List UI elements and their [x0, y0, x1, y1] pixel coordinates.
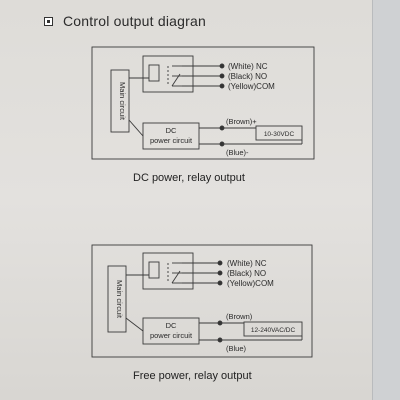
power-link-wire — [128, 119, 144, 137]
page-title: Control output diagran — [63, 13, 206, 29]
diagram2-caption: Free power, relay output — [133, 370, 252, 382]
diagram-free-power-relay — [91, 244, 313, 358]
main-circuit-box — [110, 69, 130, 133]
nc-terminal — [217, 260, 223, 266]
com-terminal — [217, 280, 223, 286]
nc-label: (White) NC — [228, 62, 268, 71]
diagram-dc-relay — [91, 46, 315, 160]
power-circuit-label-line1: DC — [166, 126, 177, 135]
nc-terminal — [219, 63, 225, 69]
diagram1-caption: DC power, relay output — [133, 172, 245, 184]
no-label: (Black) NO — [227, 269, 266, 278]
outer-frame — [91, 46, 315, 160]
no-terminal — [219, 73, 225, 79]
power-circuit-label-line2: power circuit — [150, 136, 193, 145]
switch-arm — [171, 270, 181, 284]
blue-label: (Blue)- — [226, 148, 249, 157]
outer-frame — [91, 244, 313, 358]
page-edge — [372, 0, 400, 400]
relay-box — [142, 252, 194, 290]
main-circuit-box — [107, 265, 127, 333]
relay-coil — [148, 261, 160, 279]
section-header: Control output diagran — [44, 10, 206, 32]
switch-arm — [171, 73, 181, 87]
power-link-wire — [125, 317, 144, 332]
com-label: (Yellow)COM — [228, 82, 275, 91]
supply-label: 12-240VAC/DC — [251, 327, 296, 334]
com-terminal — [219, 83, 225, 89]
power-circuit-label-line2: power circuit — [150, 331, 193, 340]
relay-box — [142, 55, 194, 93]
brown-label: (Brown)+ — [226, 117, 257, 126]
com-label: (Yellow)COM — [227, 279, 274, 288]
brown-label: (Brown) — [226, 312, 253, 321]
no-label: (Black) NO — [228, 72, 267, 81]
main-circuit-label: Main circuit — [115, 280, 124, 319]
main-circuit-label: Main circuit — [118, 82, 127, 121]
bullet-square-icon — [44, 16, 53, 26]
blue-label: (Blue) — [226, 344, 247, 353]
supply-box — [243, 321, 303, 337]
supply-box — [255, 125, 303, 141]
supply-label: 10-30VDC — [264, 131, 295, 138]
relay-coil — [148, 64, 160, 82]
power-circuit-label-line1: DC — [166, 321, 177, 330]
nc-label: (White) NC — [227, 259, 267, 268]
no-terminal — [217, 270, 223, 276]
